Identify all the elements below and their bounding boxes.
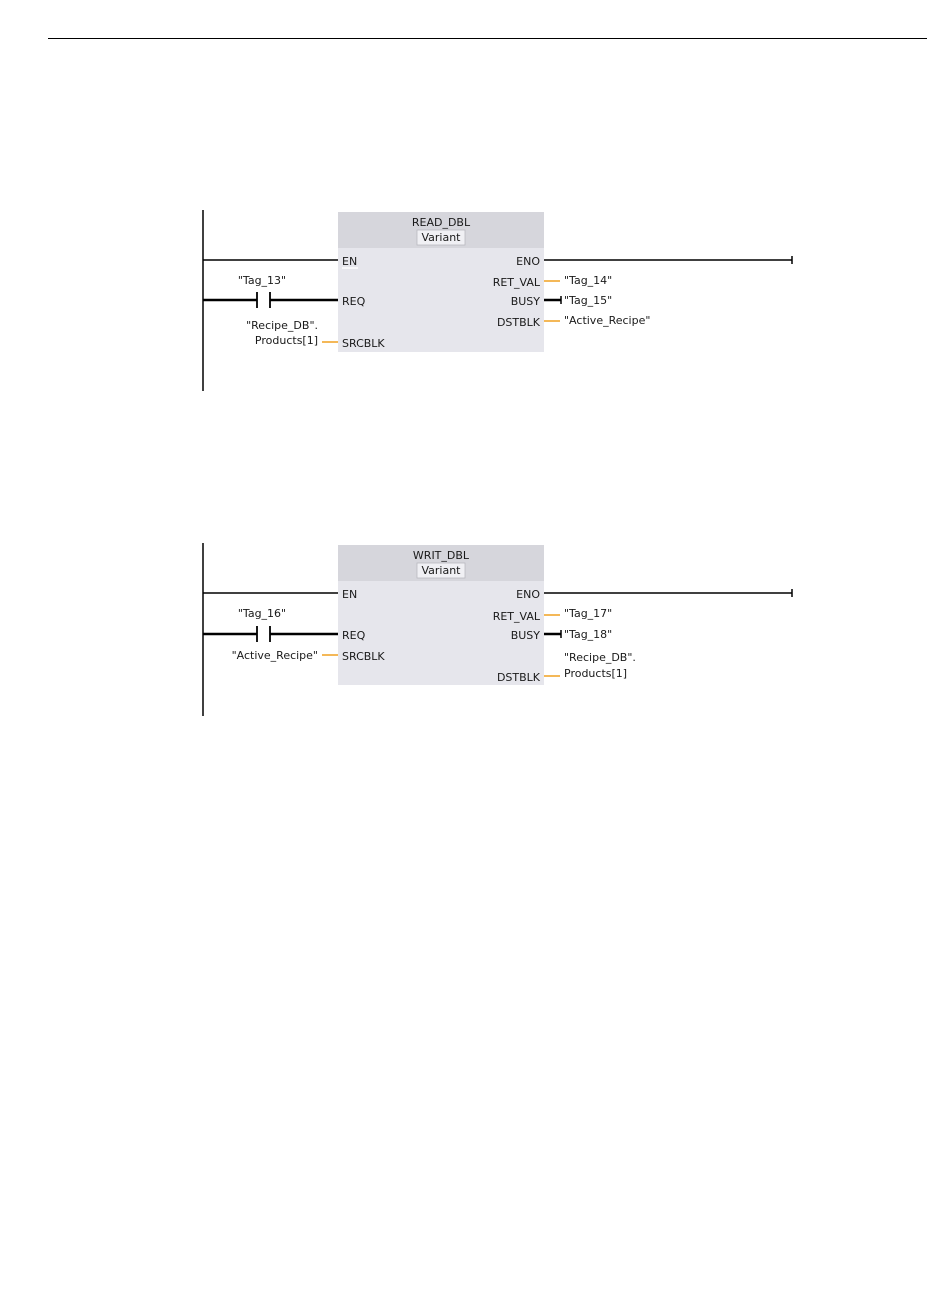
pin-en: EN: [342, 588, 357, 601]
srcblk-tag-line-2: Products[1]: [255, 334, 318, 347]
variant-type-label: Variant: [421, 564, 461, 577]
pin-en: EN: [342, 255, 357, 268]
pin-srcblk: SRCBLK: [342, 337, 385, 350]
srcblk-tag-line-1: "Active_Recipe": [232, 649, 318, 662]
pin-ret-val: RET_VAL: [493, 276, 541, 289]
pin-ret-val: RET_VAL: [493, 610, 541, 623]
contact-tag: "Tag_13": [238, 274, 286, 287]
ret-val-tag: "Tag_14": [564, 274, 612, 287]
pin-busy: BUSY: [511, 295, 541, 308]
pin-dstblk: DSTBLK: [497, 316, 541, 329]
pin-dstblk: DSTBLK: [497, 671, 541, 684]
pin-req: REQ: [342, 295, 366, 308]
block-name: WRIT_DBL: [413, 549, 470, 562]
busy-tag: "Tag_18": [564, 628, 612, 641]
contact-tag: "Tag_16": [238, 607, 286, 620]
dstblk-tag-line-2: Products[1]: [564, 667, 627, 680]
dstblk-tag-line-1: "Recipe_DB".: [564, 651, 636, 664]
variant-type-label: Variant: [421, 231, 461, 244]
network-read-dbl: READ_DBL Variant EN ENO "Tag_13" REQ RET…: [203, 210, 792, 391]
pin-eno: ENO: [516, 255, 540, 268]
network-writ-dbl: WRIT_DBL Variant EN ENO "Tag_16" REQ RET…: [203, 543, 792, 716]
srcblk-tag-line-1: "Recipe_DB".: [246, 319, 318, 332]
ret-val-tag: "Tag_17": [564, 607, 612, 620]
dstblk-tag: "Active_Recipe": [564, 314, 650, 327]
pin-req: REQ: [342, 629, 366, 642]
pin-eno: ENO: [516, 588, 540, 601]
block-name: READ_DBL: [412, 216, 471, 229]
pin-srcblk: SRCBLK: [342, 650, 385, 663]
pin-busy: BUSY: [511, 629, 541, 642]
busy-tag: "Tag_15": [564, 294, 612, 307]
